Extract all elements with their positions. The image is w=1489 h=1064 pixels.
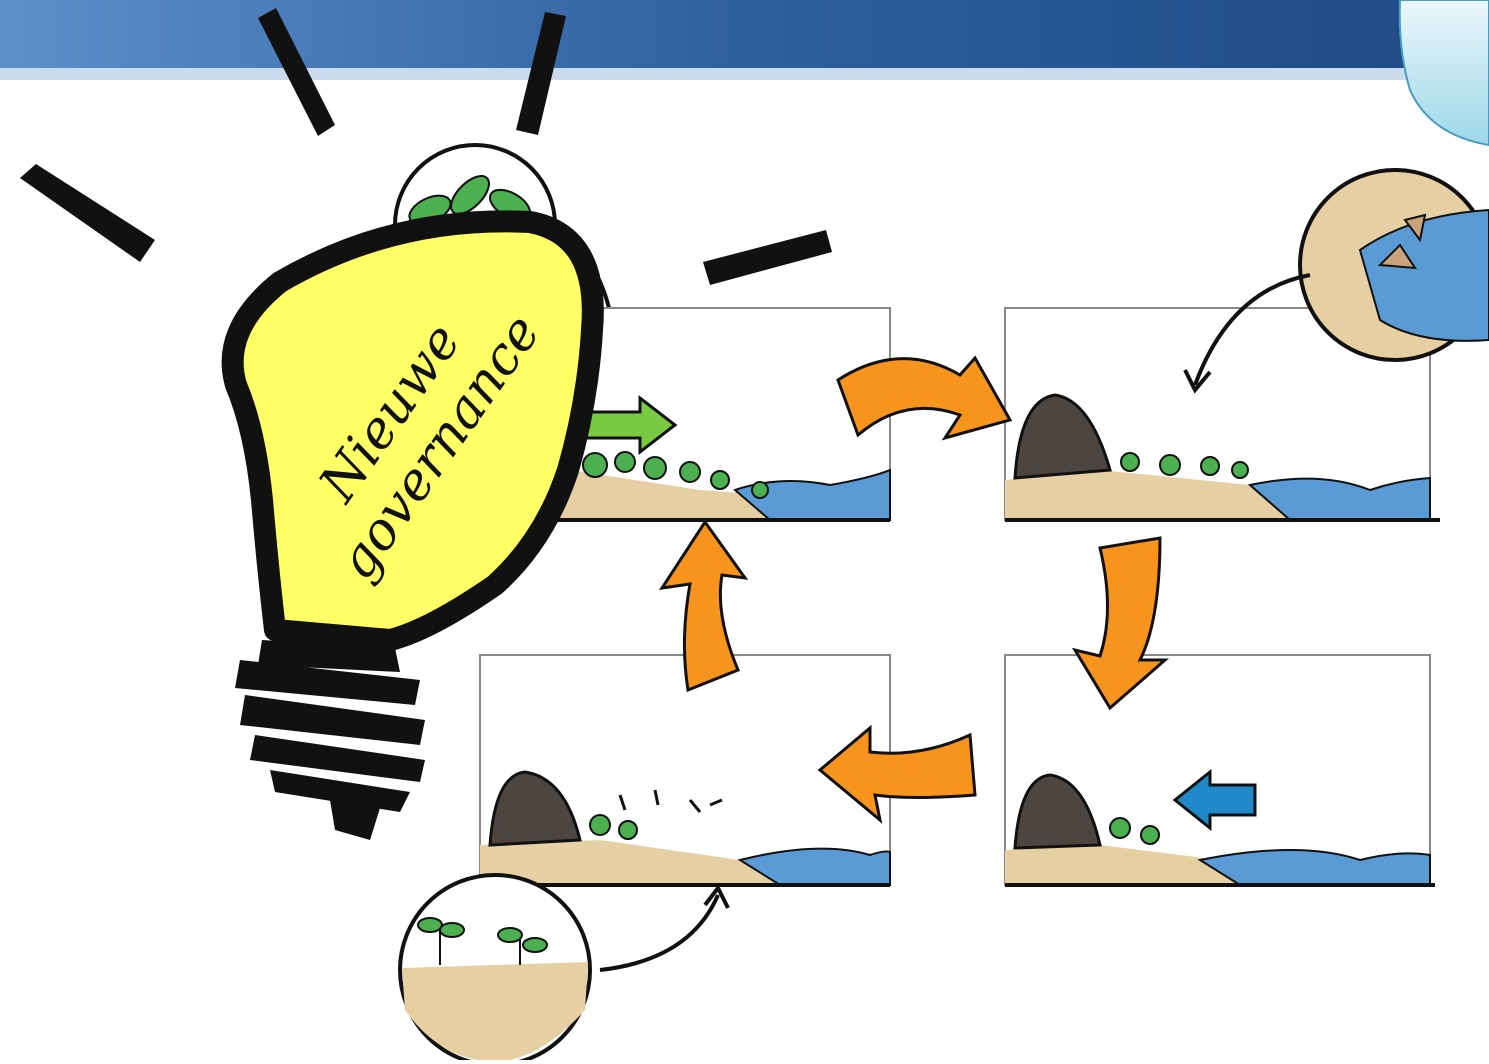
orange-arrow-left	[658, 519, 749, 693]
bulb-base	[235, 640, 425, 840]
bulb-glass	[221, 210, 604, 651]
orange-arrow-bottom	[817, 724, 977, 824]
panel-top-right	[1004, 168, 1489, 522]
orange-arrow-top	[836, 355, 1013, 441]
panel-bottom-left	[398, 654, 891, 1064]
rock-dune	[1013, 393, 1112, 480]
erosion-zoom-bubble	[1298, 168, 1489, 362]
blue-arrow-left	[1172, 768, 1257, 832]
seedlings-zoom-bubble	[398, 873, 592, 1064]
panel-bottom-right	[1004, 654, 1435, 887]
light-bulb	[221, 210, 604, 840]
orange-arrow-right	[1071, 536, 1169, 711]
header-band	[0, 0, 1489, 147]
light-rays	[20, 8, 832, 285]
green-arrow-right	[583, 394, 678, 456]
